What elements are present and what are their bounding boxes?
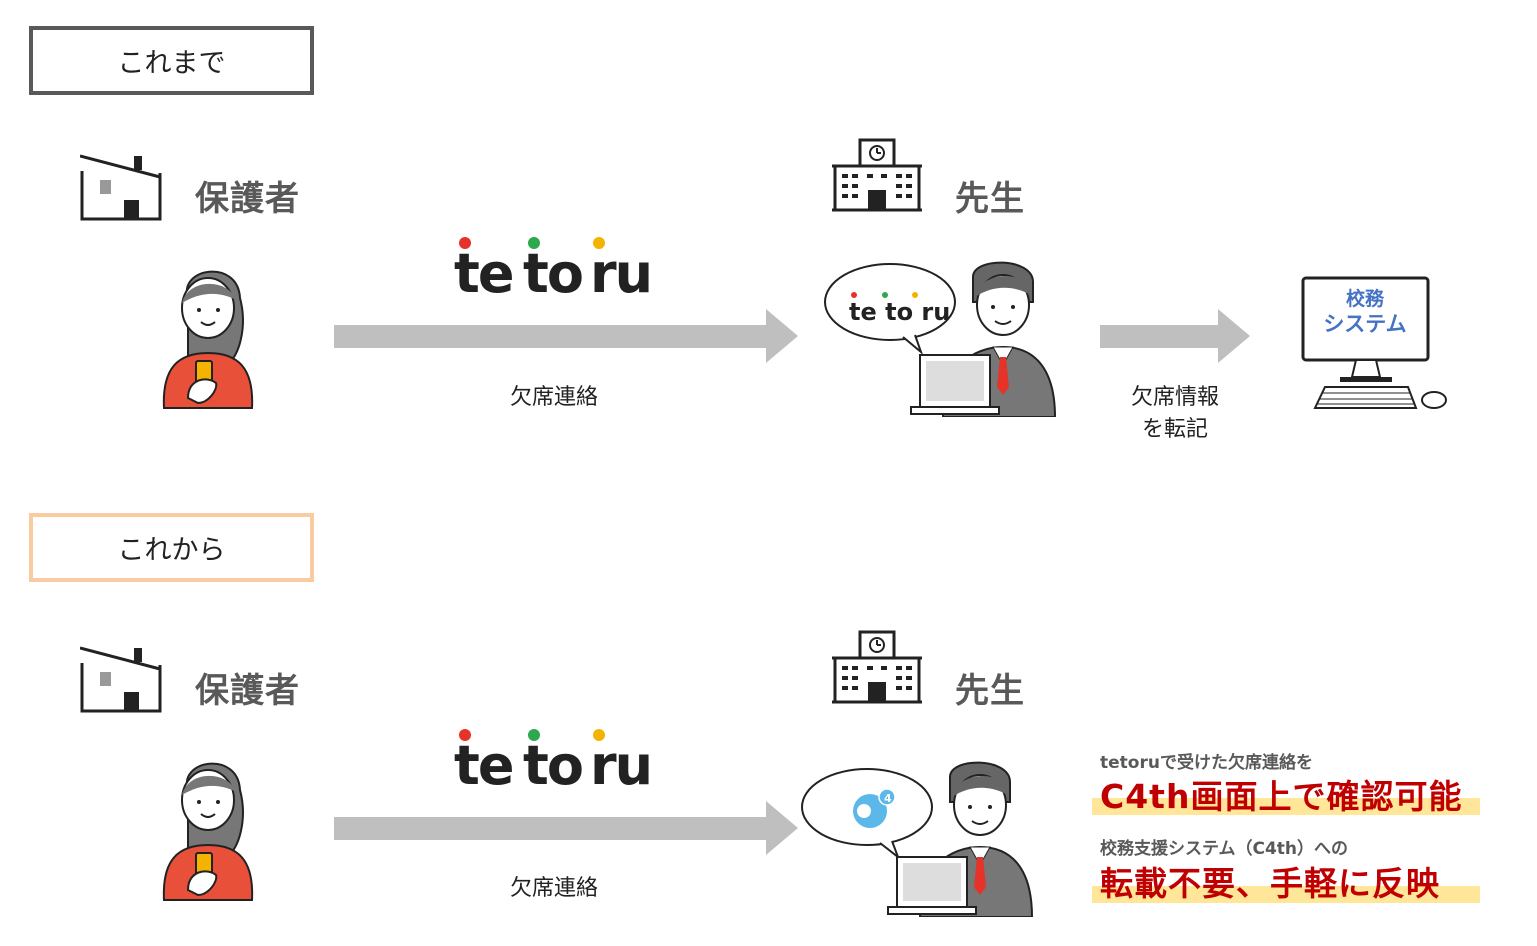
- parent-with-phone-illustration: [162, 270, 254, 409]
- note2-highlight: [1092, 886, 1480, 903]
- desktop-computer-icon: 校務 システム: [1301, 276, 1447, 409]
- school-icon: [832, 138, 922, 212]
- teacher-with-laptop-illustration: te to ru: [824, 261, 1057, 417]
- arrow1-caption: 欠席連絡: [509, 385, 598, 410]
- section-label-before-text: これまで: [117, 48, 226, 79]
- note1-highlight: [1092, 798, 1480, 815]
- section-label-after: これから: [29, 513, 314, 582]
- svg-text:to: to: [523, 734, 582, 790]
- svg-text:4: 4: [884, 792, 892, 805]
- tetoru-logo: te to ru: [454, 729, 653, 790]
- section-label-before: これまで: [29, 26, 314, 95]
- flow-arrow-2: [1100, 309, 1250, 363]
- monitor-text-line1: 校務: [1346, 287, 1385, 310]
- svg-text:ru: ru: [590, 734, 651, 790]
- svg-text:ru: ru: [590, 242, 651, 298]
- c4th-logo-icon: 4: [853, 788, 896, 828]
- tetoru-logo: te to ru: [454, 237, 653, 298]
- section-label-after-text: これから: [117, 535, 226, 566]
- flow-arrow-1: [334, 309, 798, 363]
- svg-text:te: te: [454, 734, 513, 790]
- arrow2-caption-line2: を転記: [1141, 417, 1208, 442]
- flow-arrow-after: [334, 801, 798, 855]
- teacher-with-laptop-illustration: 4: [801, 761, 1034, 917]
- note1-big: C4th画面上で確認可能: [1100, 777, 1463, 816]
- svg-text:te to ru: te to ru: [849, 298, 950, 326]
- note1-small: tetoruで受けた欠席連絡を: [1100, 753, 1313, 773]
- parent-with-phone-illustration: [162, 762, 254, 901]
- arrow-after-caption: 欠席連絡: [509, 876, 598, 901]
- arrow2-caption-line1: 欠席情報: [1130, 385, 1219, 410]
- guardian-label-after: 保護者: [195, 671, 300, 711]
- svg-text:to: to: [523, 242, 582, 298]
- arrow2-caption: 欠席情報 を転記: [1100, 382, 1250, 446]
- school-icon: [832, 630, 922, 704]
- svg-text:te: te: [454, 242, 513, 298]
- teacher-label-after: 先生: [955, 671, 1025, 711]
- teacher-label: 先生: [955, 179, 1025, 219]
- guardian-label: 保護者: [195, 179, 300, 219]
- house-icon: [80, 646, 162, 713]
- note2-big: 転載不要、手軽に反映: [1100, 864, 1440, 903]
- monitor-text-line2: システム: [1323, 312, 1406, 336]
- note2-small: 校務支援システム（C4th）への: [1100, 839, 1349, 859]
- house-icon: [80, 154, 162, 221]
